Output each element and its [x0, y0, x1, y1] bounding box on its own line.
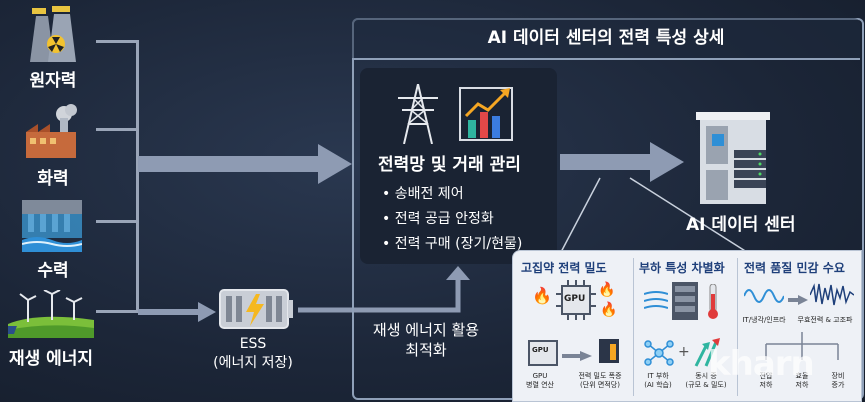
- ess-input-arrow: [138, 302, 216, 322]
- bracket-bottom: [96, 310, 138, 313]
- thermal-plant-icon: [24, 104, 80, 160]
- grid-to-datacenter-arrow: [560, 142, 684, 182]
- bracket-top: [96, 40, 138, 43]
- col1-caption1: GPU 병렬 연산: [520, 372, 560, 390]
- ess-label-line1: ESS: [239, 336, 267, 352]
- col3-caption4-line1: 효율: [795, 372, 809, 380]
- density-gauge-icon: [598, 338, 620, 364]
- distorted-wave-icon: [809, 282, 855, 308]
- gpu-chip-label: GPU: [564, 294, 586, 304]
- col2-caption2: 동시 증 (규모 & 밀도): [678, 372, 734, 390]
- flame-icon: 🔥: [598, 282, 616, 298]
- wind-solar-icon: [0, 289, 94, 338]
- renewable-line2: 최적화: [405, 341, 447, 359]
- branch-lines: [752, 330, 852, 366]
- col2-caption2-line2: (규모 & 밀도): [685, 381, 727, 389]
- grid-item: 송배전 제어: [382, 182, 522, 207]
- col3-caption1: IT/냉각/인프라: [742, 316, 786, 324]
- col1-caption2: 전력 밀도 폭증 (단위 면적당): [568, 372, 632, 390]
- col1-caption1-line1: GPU: [532, 372, 548, 380]
- airflow-icon: [643, 290, 669, 312]
- col2-caption1-line1: IT 부하: [647, 372, 669, 380]
- col2-caption1-line2: (AI 학습): [644, 381, 672, 389]
- grid-list: 송배전 제어 전력 공급 안정화 전력 구매 (장기/현물): [382, 182, 523, 257]
- col3-caption5-line1: 장비: [831, 372, 845, 380]
- bracket-vertical: [136, 40, 139, 312]
- grid-item: 전력 구매 (장기/현물): [382, 232, 523, 257]
- col3-caption4: 효율 저하: [784, 372, 820, 390]
- nuclear-plant-icon: [22, 6, 82, 62]
- server-rack-icon: [672, 282, 698, 320]
- plus-icon: +: [678, 344, 690, 360]
- bracket-mid2: [96, 220, 138, 223]
- col2-caption1: IT 부하 (AI 학습): [640, 372, 676, 390]
- hydro-dam-icon: [21, 200, 83, 252]
- ess-label-line2: (에너지 저장): [213, 355, 293, 371]
- small-gpu-icon: [528, 340, 558, 366]
- grid-title: 전력망 및 거래 관리: [378, 155, 521, 175]
- renewable-line1: 재생 에너지 활용: [372, 321, 480, 339]
- grid-item: 전력 공급 안정화: [382, 207, 522, 232]
- col1-title: 고집약 전력 밀도: [521, 261, 607, 275]
- col3-caption3: 전압 저하: [748, 372, 784, 390]
- main-flow-arrow: [138, 144, 352, 184]
- frame-title: AI 데이터 센터의 전력 특성 상세: [352, 18, 860, 60]
- col2-caption2-line1: 동시 증: [695, 372, 717, 380]
- col2-title: 부하 특성 차별화: [639, 261, 725, 275]
- col1-caption2-line1: 전력 밀도 폭증: [578, 372, 622, 380]
- col3-caption5-line2: 증가: [831, 381, 845, 389]
- col3-title: 전력 품질 민감 수요: [744, 261, 845, 275]
- arrow-right-icon: [788, 290, 808, 305]
- col1-caption1-line2: 병렬 연산: [526, 381, 554, 389]
- datacenter-icon: [696, 112, 770, 204]
- ess-to-grid-arrow: [298, 266, 478, 316]
- bracket-mid1: [96, 128, 138, 131]
- col1-caption2-line2: (단위 면적당): [580, 381, 620, 389]
- panel-divider-1: [633, 258, 634, 396]
- source-label-hydro: 수력: [37, 261, 69, 281]
- panel-connector-lines: [559, 168, 760, 258]
- arrow-right-icon: [562, 346, 592, 361]
- col3-caption3-line2: 저하: [759, 381, 773, 389]
- characteristics-panel: [512, 250, 862, 402]
- gpu-chip-icon: [556, 280, 596, 320]
- source-label-nuclear: 원자력: [29, 71, 77, 91]
- flame-icon: 🔥: [532, 286, 552, 305]
- col3-caption4-line2: 저하: [795, 381, 809, 389]
- growth-chart-icon: [458, 86, 514, 142]
- power-tower-icon: [394, 83, 442, 145]
- thermometer-icon: [706, 283, 720, 320]
- col3-caption5: 장비 증가: [820, 372, 856, 390]
- flame-icon: 🔥: [600, 302, 618, 318]
- renewable-optimization-label: 재생 에너지 활용 최적화: [366, 320, 486, 360]
- neural-network-icon: [644, 338, 674, 368]
- small-gpu-label: GPU: [532, 346, 549, 354]
- ess-label: ESS (에너지 저장): [208, 336, 298, 372]
- watermark-logo: kharn: [708, 344, 815, 384]
- col3-caption3-line1: 전압: [759, 372, 773, 380]
- source-label-thermal: 화력: [37, 169, 69, 189]
- col3-caption2: 무효전력 & 고조파: [797, 316, 853, 324]
- battery-icon: [218, 286, 294, 332]
- datacenter-label: AI 데이터 센터: [686, 215, 796, 235]
- rising-arrows-icon: [692, 336, 722, 368]
- sine-wave-icon: [743, 284, 785, 308]
- source-label-renewable: 재생 에너지: [8, 349, 94, 369]
- panel-divider-2: [737, 258, 738, 396]
